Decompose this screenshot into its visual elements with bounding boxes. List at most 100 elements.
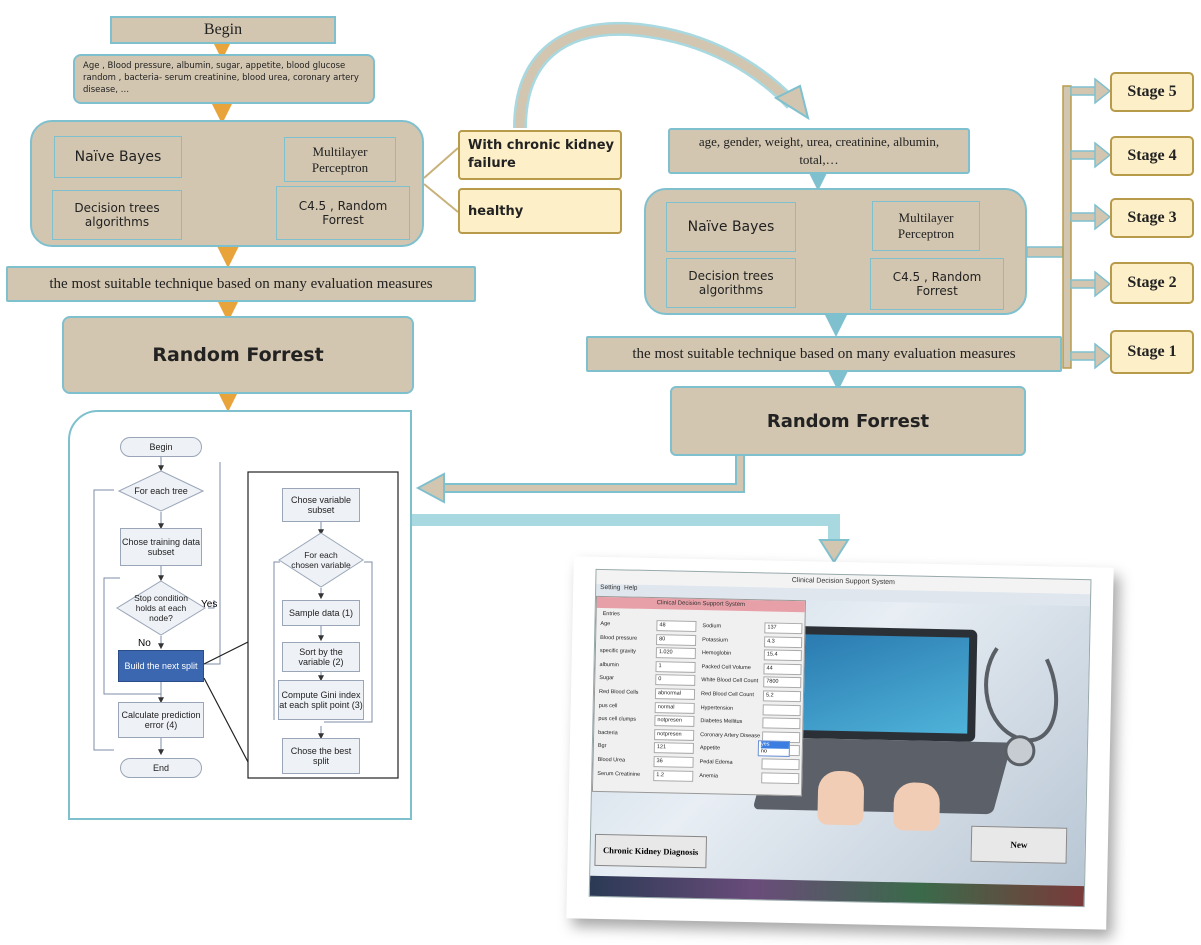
random-forrest-left: Random Forrest (62, 316, 414, 394)
fc-stop-condition-diamond (116, 580, 206, 636)
stage-5-label: Stage 5 (1127, 83, 1177, 100)
suitable-left-text: the most suitable technique based on man… (49, 275, 433, 292)
fields-right-row: Packed Cell Volume 44 (701, 662, 805, 675)
fields-right-row: Hypertension (701, 703, 805, 716)
fc-for-each-variable-diamond (278, 532, 364, 588)
healthy-outcome-label: healthy (468, 203, 524, 219)
left-hand (817, 770, 865, 826)
naive-bayes-right-label: Naïve Bayes (687, 219, 775, 235)
fields-left-label: albumin (599, 661, 619, 669)
dropdown-options[interactable]: yes no (757, 740, 791, 757)
fc-end: End (120, 758, 202, 778)
fields-left-input[interactable]: 36 (653, 756, 694, 768)
fields-right-input[interactable]: 44 (763, 663, 802, 675)
fc-begin: Begin (120, 437, 202, 457)
menu-setting[interactable]: Setting (600, 583, 621, 592)
fields-left-input[interactable]: 48 (656, 620, 697, 632)
bottom-big-arrows (412, 456, 850, 564)
multilayer-label: Multilayer Perceptron (311, 143, 369, 175)
ckd-outcome-label: With chronic kidney failure (468, 137, 614, 171)
suitable-box-left: the most suitable technique based on man… (6, 266, 476, 302)
fields-left-input[interactable]: 0 (655, 674, 696, 687)
multilayer-right-label: Multilayer Perceptron (897, 210, 955, 241)
outer-title-bar: Clinical Decision Support System (596, 569, 1091, 595)
fields-right-label: White Blood Cell Count (701, 677, 759, 685)
app-screenshot: Clinical Decision Support System Setting… (566, 556, 1114, 930)
fields-left-label: Sugar (599, 675, 615, 682)
fields-right-label: Packed Cell Volume (701, 663, 751, 671)
stage-5-box: Stage 5 (1110, 72, 1194, 112)
decision-trees-box-right: Decision trees algorithms (666, 258, 796, 308)
fc-build-split-label: Build the next split (124, 661, 198, 671)
fields-left-input[interactable]: 1.020 (655, 647, 696, 660)
fields-left-input[interactable]: abnormal (654, 688, 696, 700)
fc-for-each-variable-label: For each chosen variable (291, 550, 351, 570)
fields-left-row: albumin 1 (599, 660, 699, 673)
flowchart-lines (93, 457, 399, 779)
fields-right-row: Pedal Edema (699, 757, 803, 771)
dropdown-option-no[interactable]: no (760, 748, 767, 755)
fields-right-label: Coronary Artery Disease (700, 731, 761, 740)
fields-left-label: Red Blood Cells (598, 688, 639, 696)
fields-right-label: Appetite (699, 745, 721, 752)
c45-box-left: C4.5 , Random Forrest (276, 186, 410, 240)
inner-title-bar: Clinical Decision Support System (596, 596, 805, 613)
fields-left-input[interactable]: normal (654, 701, 695, 714)
fc-chose-training: Chose training data subset (120, 528, 202, 566)
decision-trees-right-label: Decision trees algorithms (688, 269, 774, 297)
fields-right-input[interactable]: 137 (764, 622, 803, 635)
fc-yes: Yes (201, 599, 218, 610)
fields-left-input[interactable]: 80 (656, 633, 697, 646)
fc-compute-gini-label: Compute Gini index at each split point (… (279, 690, 363, 710)
fc-calc-error-label: Calculate prediction error (4) (121, 710, 201, 730)
fields-right-input[interactable]: 15.4 (763, 649, 802, 662)
fields-right-input[interactable] (762, 717, 801, 730)
fields-left-input[interactable]: 1.2 (653, 769, 694, 782)
attributes-box-left: Age , Blood pressure, albumin, sugar, ap… (73, 54, 375, 104)
fields-left-label: Blood pressure (600, 634, 638, 642)
laptop-display (801, 634, 970, 734)
naive-bayes-box-left: Naïve Bayes (54, 136, 182, 178)
fields-right-input[interactable]: 5.2 (762, 690, 802, 703)
multilayer-box-right: Multilayer Perceptron (872, 201, 980, 251)
new-button[interactable]: New (970, 825, 1068, 864)
outcome-connectors (423, 147, 459, 213)
fields-left-input[interactable]: notpresen (654, 728, 695, 741)
fields-right-label: Hemoglobin (701, 650, 732, 657)
random-forrest-right: Random Forrest (670, 386, 1026, 456)
healthy-outcome-box: healthy (458, 188, 622, 234)
attributes-left-text: Age , Blood pressure, albumin, sugar, ap… (83, 61, 359, 95)
fc-chose-best-label: Chose the best split (290, 746, 352, 766)
diagnose-button[interactable]: Chronic Kidney Diagnosis (594, 833, 708, 869)
fields-left-input[interactable]: notpresen (654, 715, 695, 728)
naive-bayes-box-right: Naïve Bayes (666, 202, 796, 252)
fields-right-input[interactable]: 7800 (763, 676, 802, 689)
fields-left-row: bacteria notpresen (598, 728, 698, 741)
fields-left-row: Sugar 0 (599, 673, 699, 687)
fields-left-row: specific gravity 1.020 (599, 646, 700, 660)
menu-bar: Setting Help (600, 584, 637, 592)
fields-right-input[interactable] (762, 703, 801, 716)
fields-left-label: specific gravity (599, 648, 637, 655)
fields-left-input[interactable]: 121 (653, 742, 694, 755)
menu-help[interactable]: Help (624, 584, 638, 592)
fc-build-split: Build the next split (118, 650, 204, 682)
fields-left-label: bacteria (598, 729, 618, 737)
fields-right-row: Hemoglobin 15.4 (701, 648, 806, 662)
fc-chose-best: Chose the best split (282, 738, 360, 774)
fields-left-label: pus cell (598, 702, 618, 709)
fields-right-row: Diabetes Mellitus (700, 716, 804, 730)
fields-left-input[interactable]: 1 (655, 660, 696, 673)
fc-for-each-tree: For each tree (126, 476, 196, 506)
fields-right-label: Pedal Edema (699, 759, 733, 766)
fields-right-input[interactable] (761, 758, 800, 771)
right-hand (893, 782, 941, 832)
fields-right-input[interactable] (761, 771, 800, 784)
diagnose-button-label: Chronic Kidney Diagnosis (602, 845, 699, 858)
fields-right-input[interactable]: 4.3 (763, 635, 803, 648)
